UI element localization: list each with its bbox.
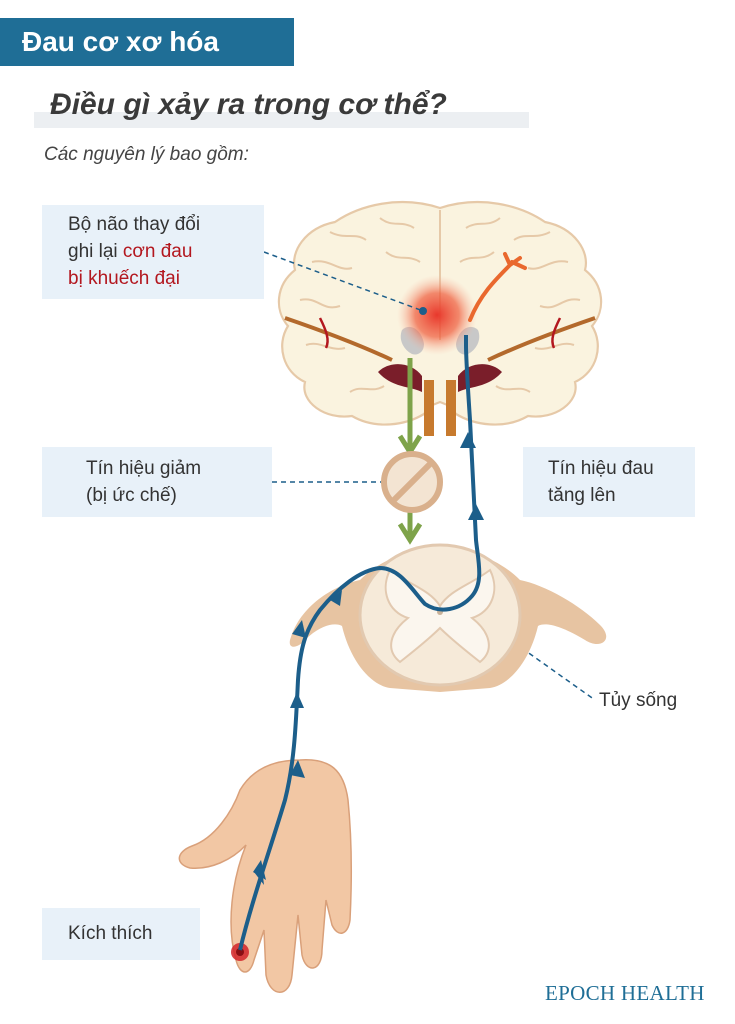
subtitle-underline <box>34 112 529 128</box>
label-brain-line2-highlight: cơn đau <box>122 241 193 262</box>
label-signal-down-line2: (bị ức chế) <box>86 485 177 506</box>
label-brain-changes: Bộ não thay đổi ghi lại cơn đau bị khuếc… <box>42 205 264 299</box>
label-stimulus: Kích thích <box>42 908 200 960</box>
intro-text: Các nguyên lý bao gồm: <box>44 144 249 165</box>
label-signal-down: Tín hiệu giảm (bị ức chế) <box>42 447 272 517</box>
brain-illustration <box>277 201 603 436</box>
label-brain-line2-prefix: ghi lại <box>68 241 123 262</box>
leader-brain <box>263 251 424 312</box>
prohibition-icon <box>381 451 443 513</box>
ascending-arrows <box>253 432 484 885</box>
label-signal-down-line1: Tín hiệu giảm <box>86 458 202 479</box>
subtitle: Điều gì xảy ra trong cơ thể? <box>50 88 447 121</box>
label-signal-up-line1: Tín hiệu đau <box>548 458 654 479</box>
page-title: Đau cơ xơ hóa <box>0 18 294 66</box>
label-brain-line3: bị khuếch đại <box>68 268 180 289</box>
label-spinal-cord: Tủy sống <box>599 690 678 711</box>
label-signal-up-line2: tăng lên <box>548 485 616 506</box>
pain-hotspot <box>397 275 477 355</box>
descending-arrow-2 <box>397 522 423 545</box>
spinal-cord-illustration <box>289 543 607 692</box>
label-signal-up: Tín hiệu đau tăng lên <box>523 447 695 517</box>
hand-illustration <box>178 759 353 993</box>
label-brain-line1: Bộ não thay đổi <box>68 214 201 235</box>
brand-logo: EPOCH HEALTH <box>545 981 705 1005</box>
label-stimulus-text: Kích thích <box>68 923 153 944</box>
ascending-signal-path <box>238 344 482 951</box>
